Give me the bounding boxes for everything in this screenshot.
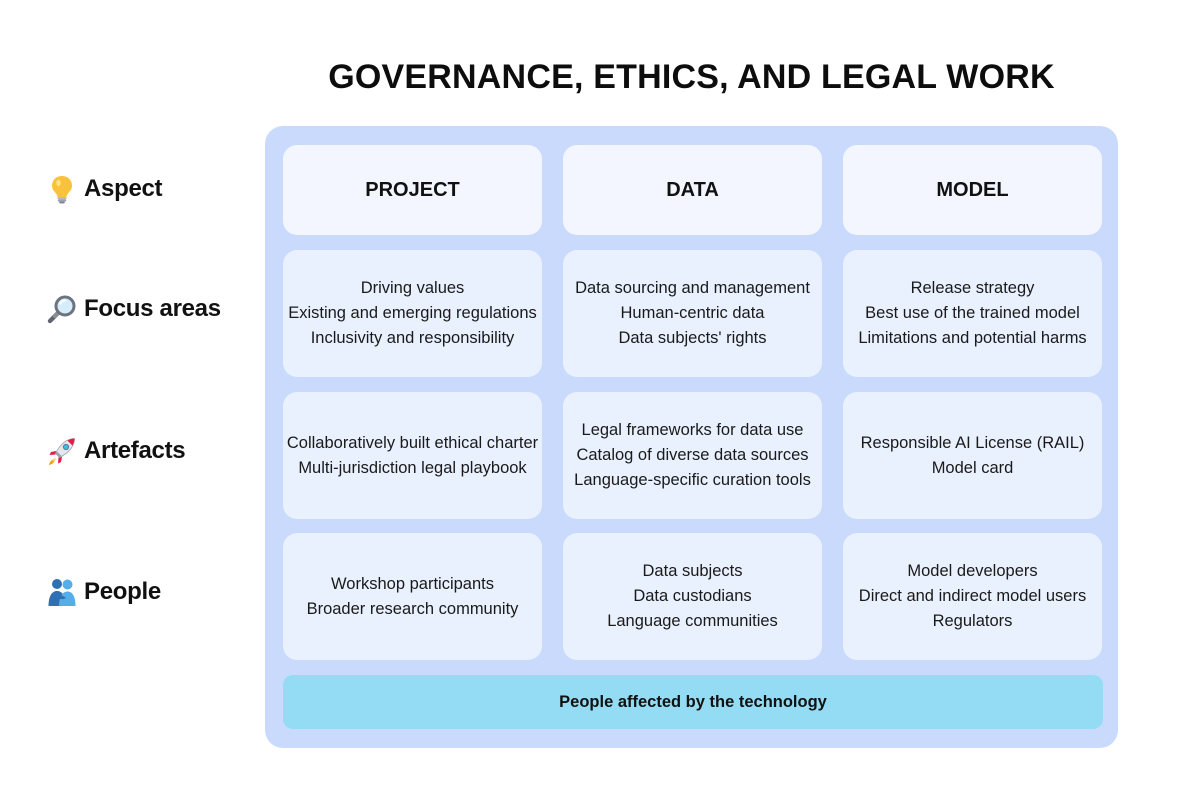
cell-line: Human-centric data: [620, 304, 765, 322]
rocket-icon: [49, 438, 75, 465]
cell-line: Data sourcing and management: [575, 279, 810, 297]
row-label-text: People: [84, 578, 161, 605]
cell-line: Driving values: [360, 279, 465, 297]
row-label-aspect: Aspect: [46, 169, 163, 209]
column-header-model: MODEL: [843, 145, 1102, 235]
row-label-artefacts: Artefacts: [46, 431, 186, 471]
cell-line: Responsible AI License (RAIL): [860, 433, 1085, 452]
cell-people-data: Data subjects Data custodians Language c…: [563, 533, 822, 660]
row-label-people: People: [46, 572, 161, 612]
row-label-text: Focus areas: [84, 295, 221, 322]
cell-line: Inclusivity and responsibility: [310, 329, 515, 347]
cell-line: Release strategy: [910, 279, 1035, 297]
cell-line: Model card: [931, 458, 1014, 477]
diagram-title: GOVERNANCE, ETHICS, AND LEGAL WORK: [328, 58, 1055, 96]
cell-line: Model developers: [907, 562, 1038, 580]
cell-line: Data subjects' rights: [618, 329, 767, 347]
cell-line: Collaboratively built ethical charter: [286, 433, 539, 452]
cell-line: Existing and emerging regulations: [288, 304, 537, 322]
cell-line: Language communities: [607, 612, 778, 630]
cell-focus-areas-data: Data sourcing and management Human-centr…: [563, 250, 822, 377]
column-header-data: DATA: [563, 145, 822, 235]
lightbulb-icon: [52, 176, 72, 204]
cell-line: Direct and indirect model users: [858, 587, 1087, 605]
cell-line: Catalog of diverse data sources: [576, 446, 809, 464]
cell-artefacts-model: Responsible AI License (RAIL) Model card: [843, 392, 1102, 519]
cell-line: Best use of the trained model: [865, 304, 1080, 322]
cell-line: Legal frameworks for data use: [581, 421, 804, 439]
column-header-project: PROJECT: [283, 145, 542, 235]
cell-line: Multi-jurisdiction legal playbook: [298, 458, 527, 477]
affected-people-banner: People affected by the technology: [283, 675, 1103, 729]
people-hugging-icon: [48, 579, 76, 606]
cell-line: Workshop participants: [331, 574, 494, 593]
cell-line: Language-specific curation tools: [574, 471, 811, 489]
cell-focus-areas-model: Release strategy Best use of the trained…: [843, 250, 1102, 377]
row-label-focus-areas: Focus areas: [46, 289, 221, 329]
magnifying-glass-icon: [47, 295, 76, 324]
row-label-text: Aspect: [84, 175, 163, 202]
cell-focus-areas-project: Driving values Existing and emerging reg…: [283, 250, 542, 377]
cell-artefacts-data: Legal frameworks for data use Catalog of…: [563, 392, 822, 519]
cell-line: Data subjects: [642, 562, 743, 580]
cell-line: Regulators: [932, 612, 1013, 630]
cell-people-project: Workshop participants Broader research c…: [283, 533, 542, 660]
cell-line: Broader research community: [306, 599, 519, 618]
cell-line: Limitations and potential harms: [858, 329, 1087, 347]
cell-people-model: Model developers Direct and indirect mod…: [843, 533, 1102, 660]
cell-artefacts-project: Collaboratively built ethical charter Mu…: [283, 392, 542, 519]
cell-line: Data custodians: [633, 587, 752, 605]
row-label-text: Artefacts: [84, 437, 186, 464]
